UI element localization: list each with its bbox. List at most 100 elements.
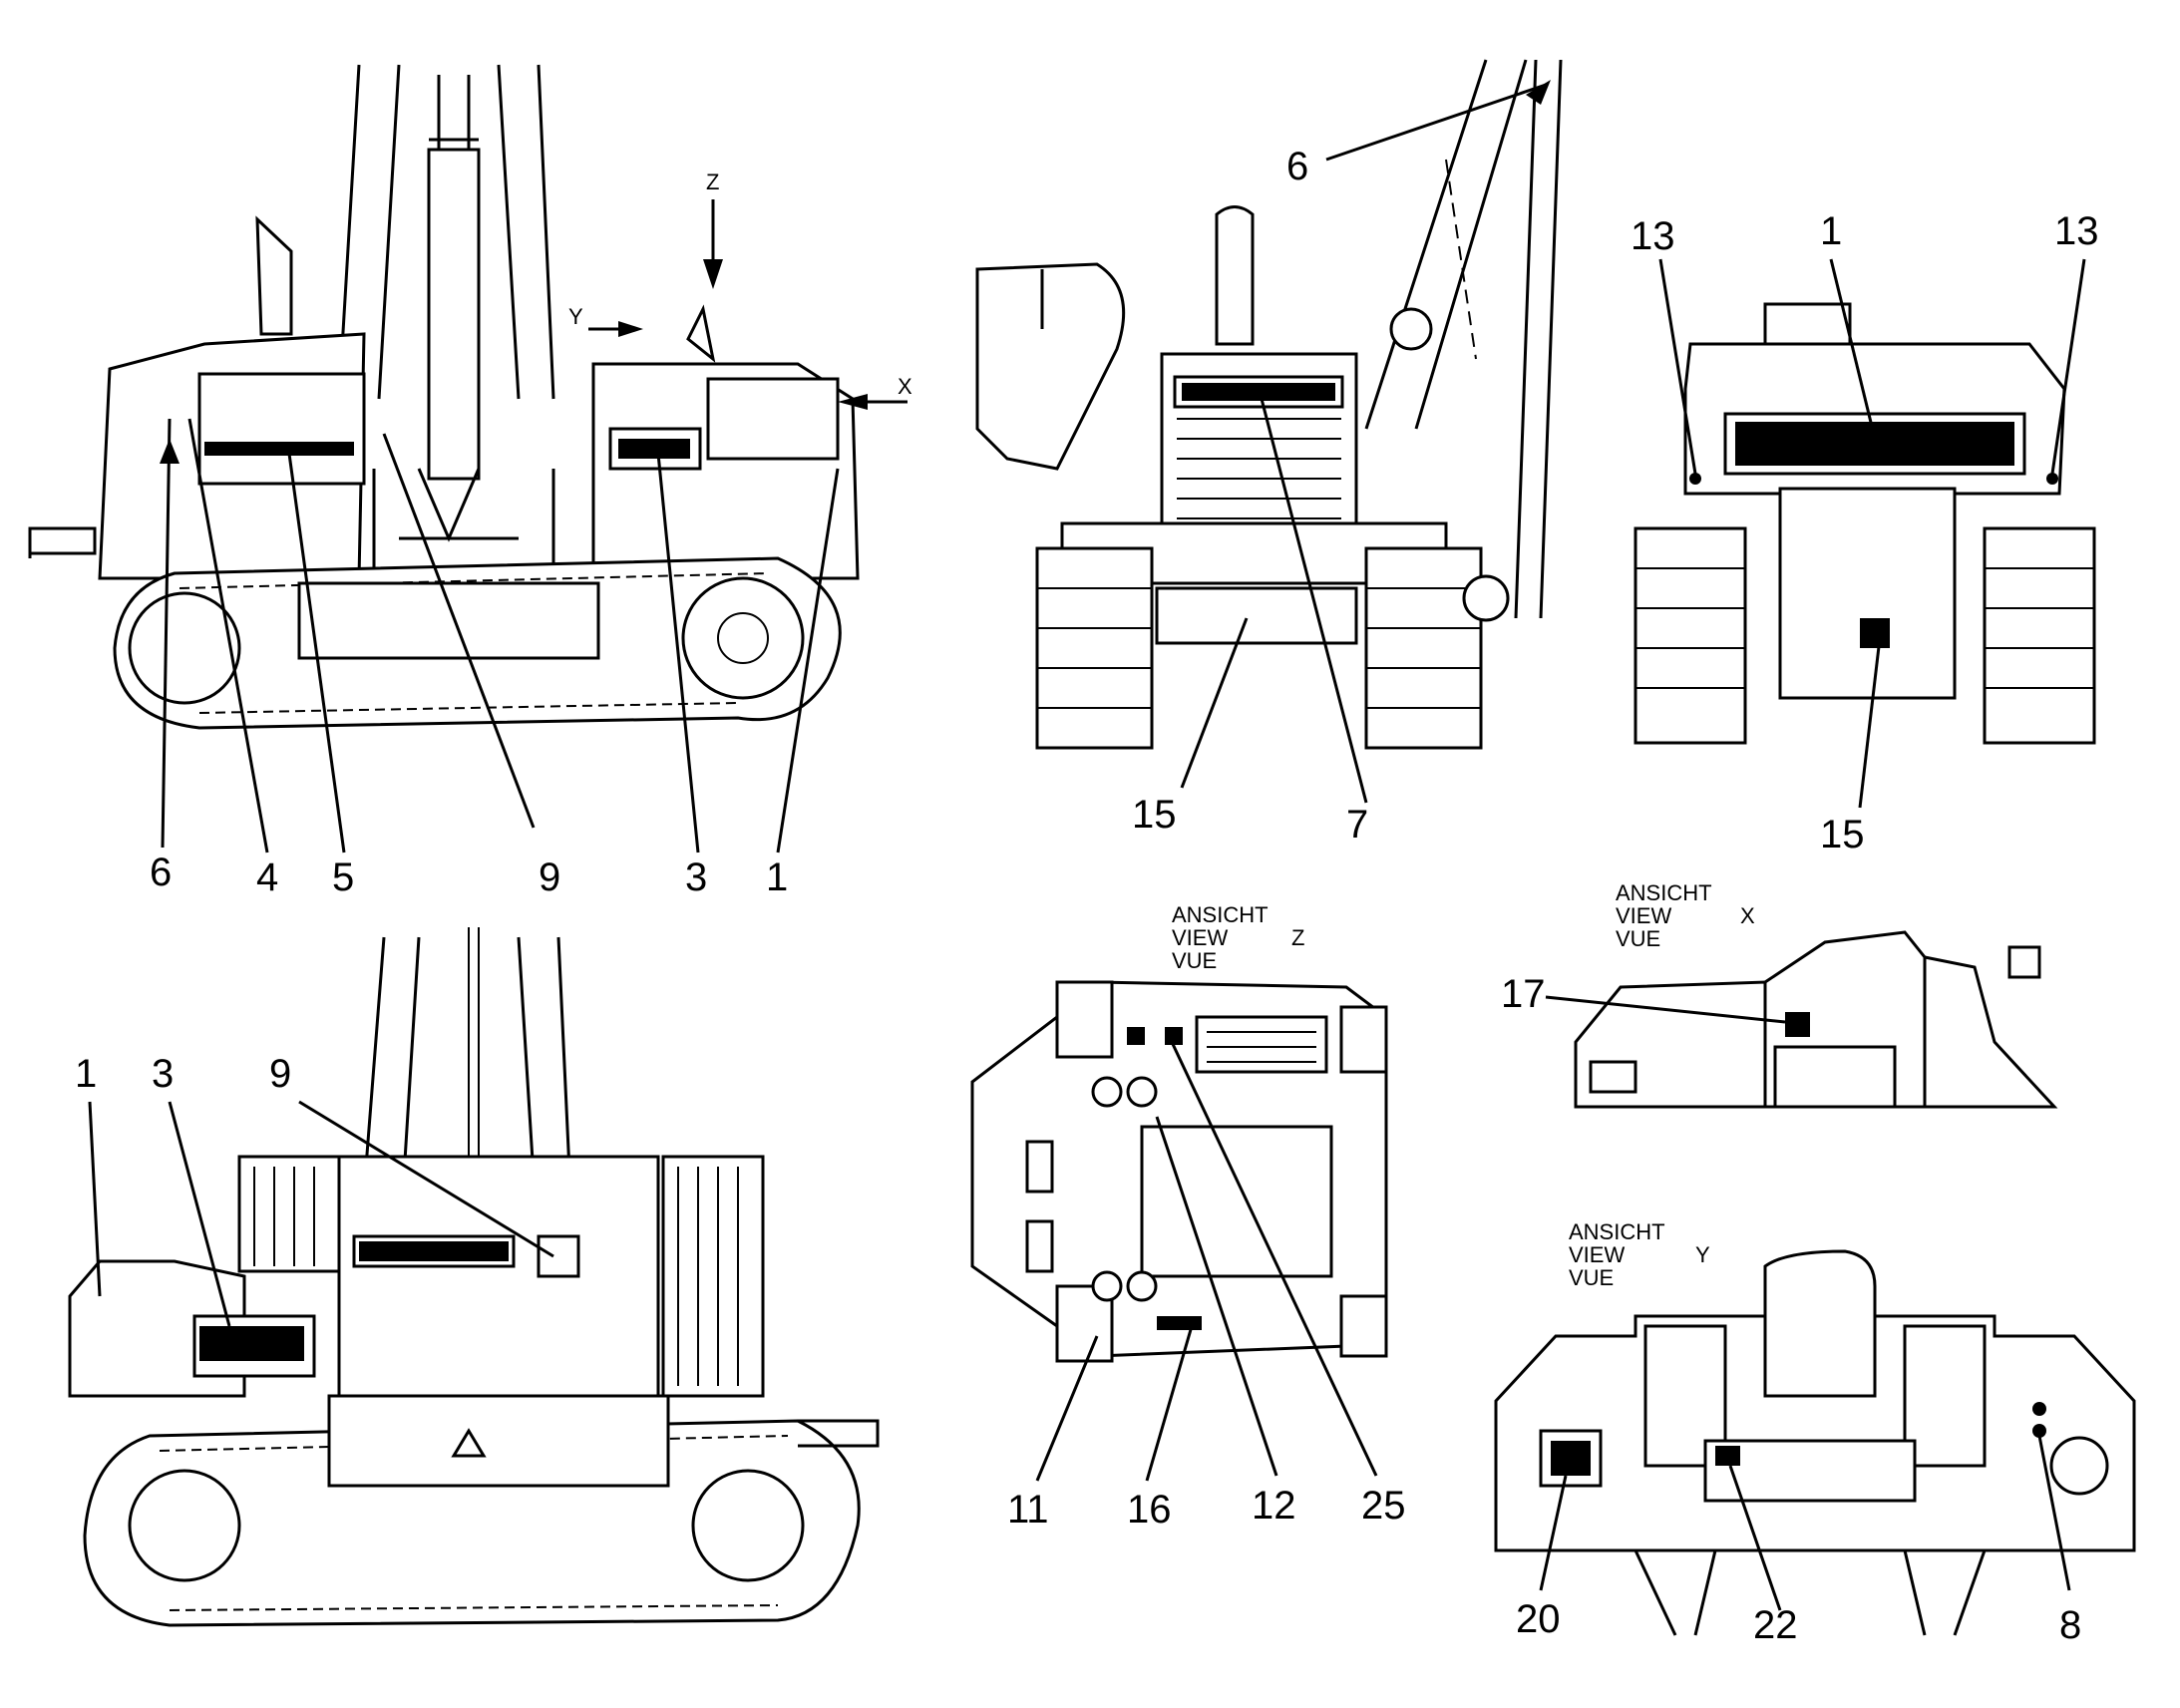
view-x: ANSICHT VIEW VUE X 17 <box>1501 880 2058 1109</box>
seat-opening <box>1140 1125 1333 1278</box>
callout-6: 6 <box>150 851 172 894</box>
callout-1-rear: 1 <box>1820 209 1842 253</box>
rear-ripper-frame <box>1778 487 1957 700</box>
leader-5 <box>287 453 346 854</box>
radiator-grille <box>197 372 366 486</box>
decal-z-2 <box>1165 1027 1183 1045</box>
view-z-title-fr: VUE <box>1172 948 1217 973</box>
panel-ribs <box>253 1167 739 1386</box>
leader-20 <box>1539 1475 1568 1591</box>
model-decal <box>618 439 690 459</box>
view-y-title-en: VIEW <box>1569 1242 1625 1267</box>
leader-25 <box>1170 1041 1378 1477</box>
sprocket-hub <box>717 612 769 664</box>
track-frame-right <box>327 1394 670 1488</box>
bracket-bottom-right <box>1339 1294 1388 1358</box>
leader-13-right <box>2050 258 2086 475</box>
callout-1-right: 1 <box>75 1052 97 1096</box>
leader-6 <box>161 418 172 849</box>
pedal-2 <box>1126 1076 1158 1108</box>
boom-frame <box>357 936 575 1257</box>
arrow-x-head <box>838 394 868 410</box>
leader-22 <box>1728 1465 1782 1611</box>
cab-body <box>337 1155 660 1398</box>
callout-7: 7 <box>1346 803 1368 847</box>
rear-view: 13 1 13 15 <box>1631 209 2099 856</box>
view-y-floor <box>1703 1439 1917 1503</box>
leader-15-front <box>1180 617 1249 789</box>
seat <box>686 304 716 363</box>
callout-11: 11 <box>1007 1488 1049 1532</box>
arrow-y-head <box>618 321 643 337</box>
callout-5: 5 <box>332 855 354 899</box>
view-y-ripper-shanks <box>1634 1549 1987 1636</box>
marker-z: Z <box>706 170 719 194</box>
liebherr-decal-side <box>359 1241 509 1261</box>
liebherr-decal-front <box>1182 383 1335 401</box>
grille-bars <box>1177 418 1341 539</box>
leader-8 <box>2037 1435 2071 1591</box>
warning-triangle-decal <box>160 439 180 464</box>
decal-9-box <box>537 1234 580 1278</box>
arrow-z-head <box>703 259 723 289</box>
view-z-title-de: ANSICHT <box>1172 902 1269 927</box>
decal-z-1 <box>1127 1027 1145 1045</box>
rear-light-right <box>2046 473 2058 485</box>
boom-lattice <box>1445 159 1477 360</box>
leader-3-right <box>168 1101 231 1327</box>
view-z: ANSICHT VIEW VUE Z 11 16 12 25 <box>970 902 1406 1532</box>
boom-frame <box>1364 59 1563 619</box>
control-panel <box>1195 1015 1328 1074</box>
rear-panel <box>706 377 840 461</box>
marker-x: X <box>898 374 912 399</box>
leader-9-right <box>298 1100 554 1258</box>
leader-13-left <box>1658 258 1697 475</box>
operator-seat <box>1763 1249 1877 1398</box>
pedal-4 <box>1126 1270 1158 1302</box>
bracket-top-left <box>1055 980 1114 1059</box>
view-y-round-cover <box>2049 1436 2109 1496</box>
model-decal-side <box>199 1326 304 1361</box>
track-pads-rear <box>1635 567 2094 689</box>
decal-22 <box>1715 1446 1740 1466</box>
track-pads <box>1037 587 1481 709</box>
warning-triangle-side <box>451 1428 487 1458</box>
callout-3: 3 <box>685 855 707 899</box>
liebherr-decal-hood <box>204 442 354 456</box>
bracket-top-right <box>1339 1005 1388 1074</box>
side-view-right: 1 3 9 <box>68 927 880 1627</box>
leader-6-front <box>1325 83 1547 162</box>
leader-1-rear <box>1829 258 1877 440</box>
callout-13-left: 13 <box>1631 214 1675 258</box>
boom-foot <box>1462 574 1510 622</box>
exhaust-stack <box>1215 205 1255 346</box>
leader-17 <box>1545 995 1786 1024</box>
front-view: 6 15 7 <box>975 59 1563 847</box>
leader-4 <box>187 418 269 854</box>
view-x-fuel-cap <box>2007 945 2041 979</box>
rear-hitch <box>798 1419 880 1448</box>
leader-11 <box>1035 1335 1099 1482</box>
callout-22: 22 <box>1753 1603 1798 1647</box>
callout-16: 16 <box>1127 1488 1172 1532</box>
idler-right <box>691 1469 805 1582</box>
leader-16 <box>1145 1325 1194 1482</box>
liebherr-decal-rear <box>1735 422 2014 466</box>
sprocket-wheel <box>681 576 805 700</box>
view-x-title-de: ANSICHT <box>1616 880 1712 905</box>
decal-17 <box>1785 1012 1810 1037</box>
exhaust-stack <box>255 215 293 336</box>
console-right <box>1903 1324 1987 1468</box>
view-y-title-de: ANSICHT <box>1569 1219 1665 1244</box>
boom-head <box>429 75 479 150</box>
callout-17: 17 <box>1501 972 1546 1016</box>
leader-3 <box>656 453 700 854</box>
side-panel-left <box>237 1155 341 1273</box>
callout-1: 1 <box>766 855 788 899</box>
decal-8-lower <box>2032 1424 2046 1438</box>
callout-9-right: 9 <box>269 1052 291 1096</box>
leader-12 <box>1155 1116 1278 1477</box>
blade-plate <box>975 262 1126 471</box>
view-x-title-fr: VUE <box>1616 926 1660 951</box>
view-y-letter: Y <box>1695 1242 1710 1267</box>
